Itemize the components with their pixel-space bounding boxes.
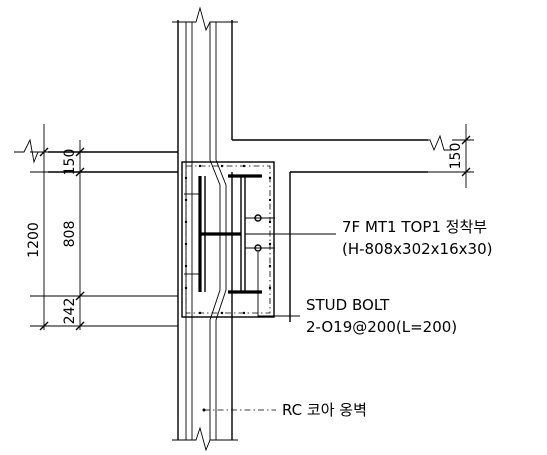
leaders xyxy=(202,233,336,412)
label-connection-line1: 7F MT1 TOP1 정착부 xyxy=(342,218,487,236)
floor-slab xyxy=(232,134,452,322)
rc-core-wall xyxy=(172,6,238,452)
left-slab xyxy=(14,138,178,173)
dim-left-middle: 808 xyxy=(62,221,78,248)
stud-bolts xyxy=(184,193,275,275)
dim-right-slab: 150 xyxy=(448,143,464,170)
label-wall: RC 코아 옹벽 xyxy=(282,401,367,419)
h-beam xyxy=(198,174,262,294)
left-dimensions xyxy=(30,124,178,331)
right-dimension xyxy=(452,124,474,188)
wall-rebar xyxy=(185,22,227,440)
label-connection-line2: (H-808x302x16x30) xyxy=(342,240,492,258)
dim-left-total: 1200 xyxy=(26,222,42,258)
embed-plate-box xyxy=(181,161,275,318)
dim-left-top: 150 xyxy=(62,149,78,176)
label-stud-line1: STUD BOLT xyxy=(306,296,390,314)
dim-left-bottom: 242 xyxy=(62,298,78,325)
label-stud-line2: 2-O19@200(L=200) xyxy=(306,318,457,336)
